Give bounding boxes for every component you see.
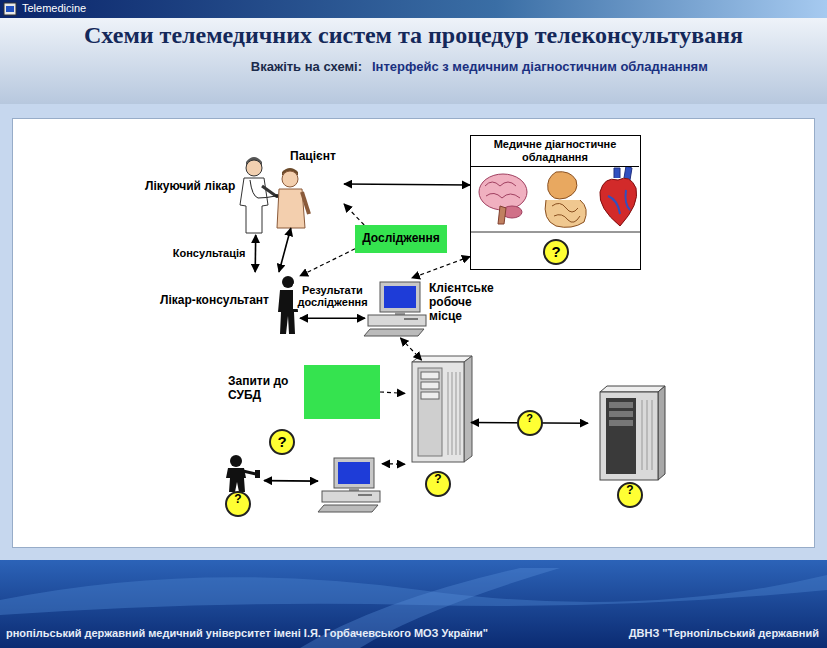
question-marker: ? [617, 482, 643, 508]
node-label: Запити до СУБД [228, 375, 300, 403]
arrow [344, 183, 470, 186]
node-label: Медичне діагностичне обладнання [471, 136, 639, 167]
task-label: Інтерфейс з медичним діагностичним облад… [372, 60, 708, 75]
operator-figure [226, 455, 260, 492]
computer-icon [364, 282, 426, 336]
edge-label: Результати дослідження [293, 284, 373, 309]
dashed-arrow [401, 338, 422, 360]
digestive-image [545, 172, 586, 228]
page-title: Схеми телемедичних систем та процедур те… [0, 22, 827, 49]
window-icon [4, 3, 16, 15]
dashed-arrow [412, 257, 470, 279]
server-icon [412, 356, 472, 462]
window-title-bar [0, 0, 827, 18]
doctor-node: Лікуючий лікар [145, 150, 268, 235]
patient-figure [277, 168, 309, 228]
brain-image [479, 174, 527, 224]
node-label: Лікар-консультант [160, 294, 269, 308]
arrow [300, 317, 365, 319]
window-icon [6, 6, 14, 12]
prompt-label: Вкажіть на схемі: [251, 60, 362, 75]
question-marker: ? [425, 471, 451, 497]
database-node: ? [588, 386, 672, 510]
footer-text: ДВНЗ "Тернопільський державний [629, 627, 819, 640]
computer-icon [318, 458, 380, 512]
arrow [254, 235, 256, 272]
heart-image [600, 166, 637, 226]
arrow [264, 480, 318, 482]
equipment-box: Медичне діагностичне обладнання? [470, 135, 641, 270]
database-server-icon [600, 386, 665, 480]
dashed-arrow [382, 463, 405, 465]
study-box: Дослідження [355, 225, 447, 253]
box-divider [470, 232, 640, 233]
node-label: Пацієнт [290, 150, 336, 164]
query-box [304, 365, 380, 419]
dashed-arrow [380, 392, 405, 393]
query-node: Запити до СУБД [228, 365, 380, 419]
node-label: Дослідження [362, 232, 440, 246]
consultant-node: Лікар-консультант [160, 272, 300, 338]
question-marker: ? [517, 410, 543, 436]
edge-label: Консультація [171, 247, 248, 260]
computer-node [318, 455, 382, 513]
window-title: Telemedicine [22, 2, 86, 15]
dashed-arrow [344, 204, 364, 225]
workstation-node: Клієнтське робоче місце [365, 278, 507, 338]
operator-node: ? [212, 455, 264, 519]
node-label: Клієнтське робоче місце [429, 282, 505, 323]
node-label: ? [551, 243, 560, 260]
question-marker: ? [225, 491, 251, 517]
patient-node: Пацієнт [268, 148, 344, 228]
footer-text: рнопільський державний медичний універси… [6, 627, 488, 640]
question-marker: ? [269, 429, 295, 455]
doctor-figure [240, 157, 279, 233]
arrow [279, 228, 291, 272]
node-label: Лікуючий лікар [145, 180, 235, 194]
dashed-arrow [300, 249, 355, 276]
server-node: ? [405, 360, 471, 499]
question-circle: ? [543, 239, 569, 265]
